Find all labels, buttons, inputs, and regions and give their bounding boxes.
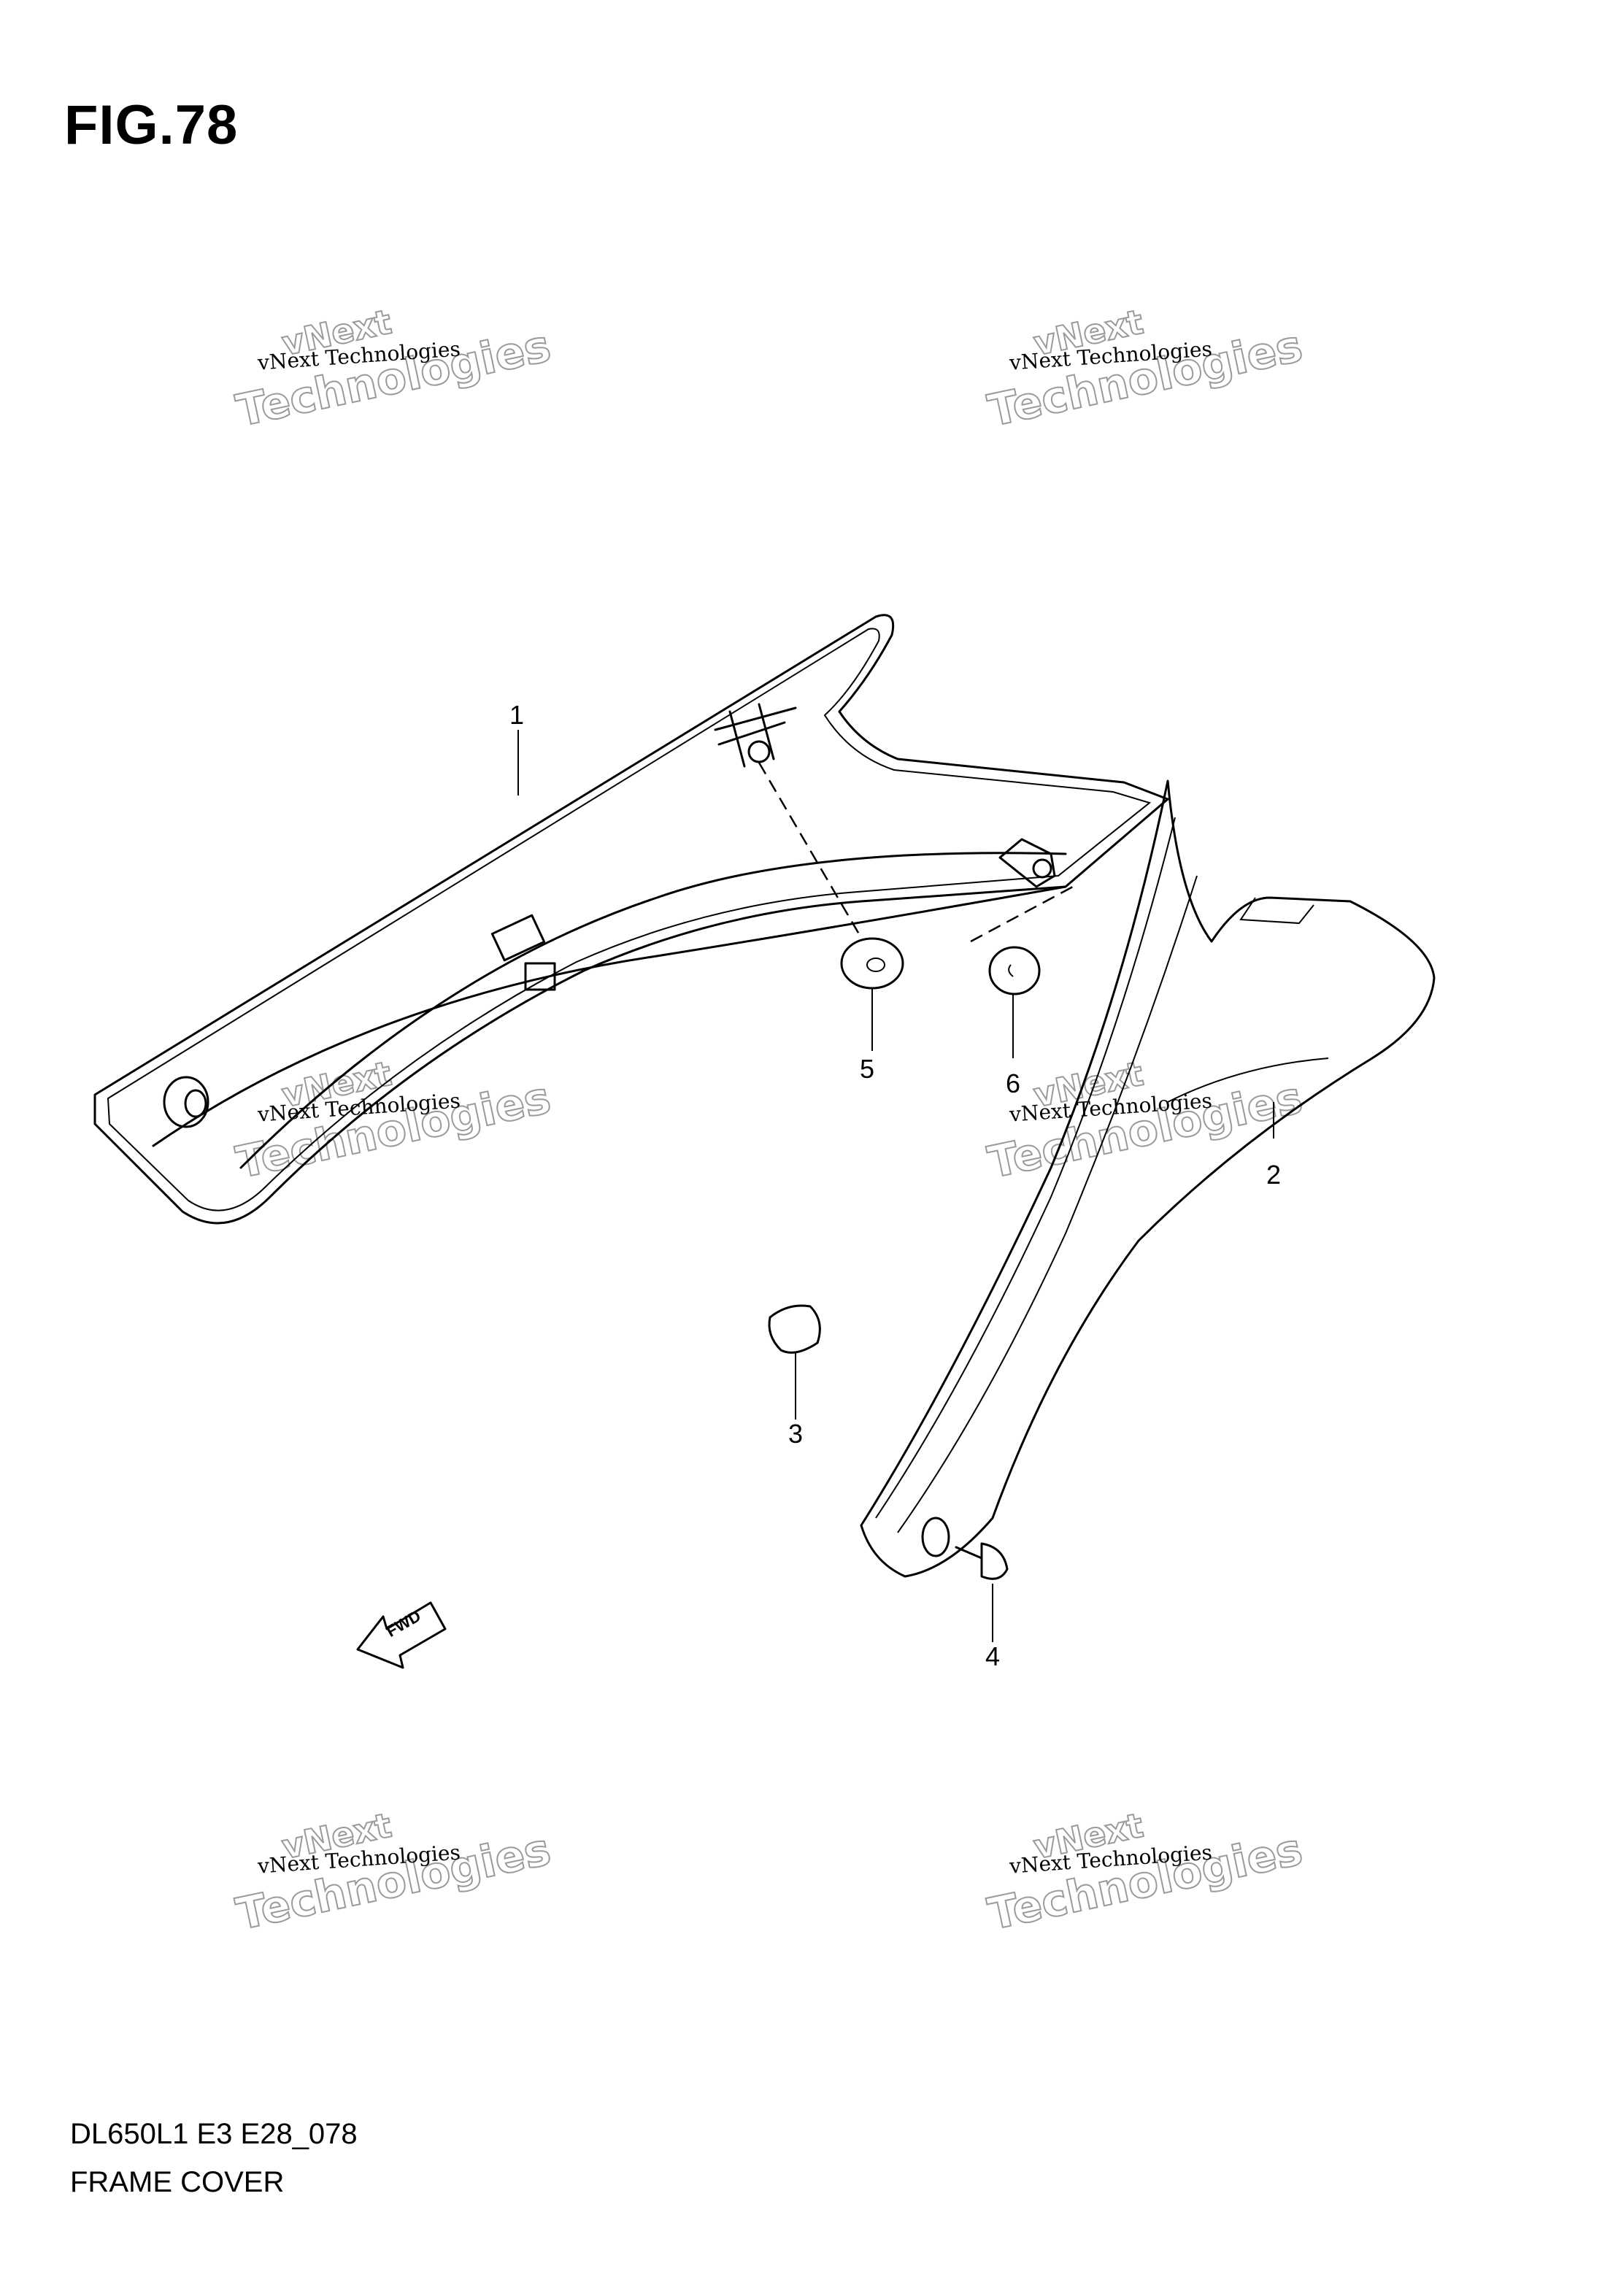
- callout-5: 5: [859, 1054, 875, 1084]
- part-4-screw: [955, 1542, 1009, 1642]
- part-6-grommet: [970, 885, 1074, 1058]
- callout-3: 3: [788, 1419, 804, 1449]
- part-5-grommet: [758, 762, 904, 1051]
- callout-6: 6: [1005, 1068, 1021, 1098]
- frame-cover-right: [860, 779, 1436, 1578]
- part-3-cap: [768, 1304, 821, 1419]
- callout-2: 2: [1266, 1160, 1282, 1190]
- figure-title: FIG.78: [64, 94, 239, 156]
- forward-arrow: [356, 1601, 447, 1669]
- frame-cover-left: [93, 614, 1169, 1225]
- callout-4: 4: [985, 1641, 1001, 1671]
- callout-1: 1: [509, 700, 525, 730]
- figure-description: FRAME COVER: [70, 2166, 285, 2198]
- model-code: DL650L1 E3 E28_078: [70, 2118, 358, 2150]
